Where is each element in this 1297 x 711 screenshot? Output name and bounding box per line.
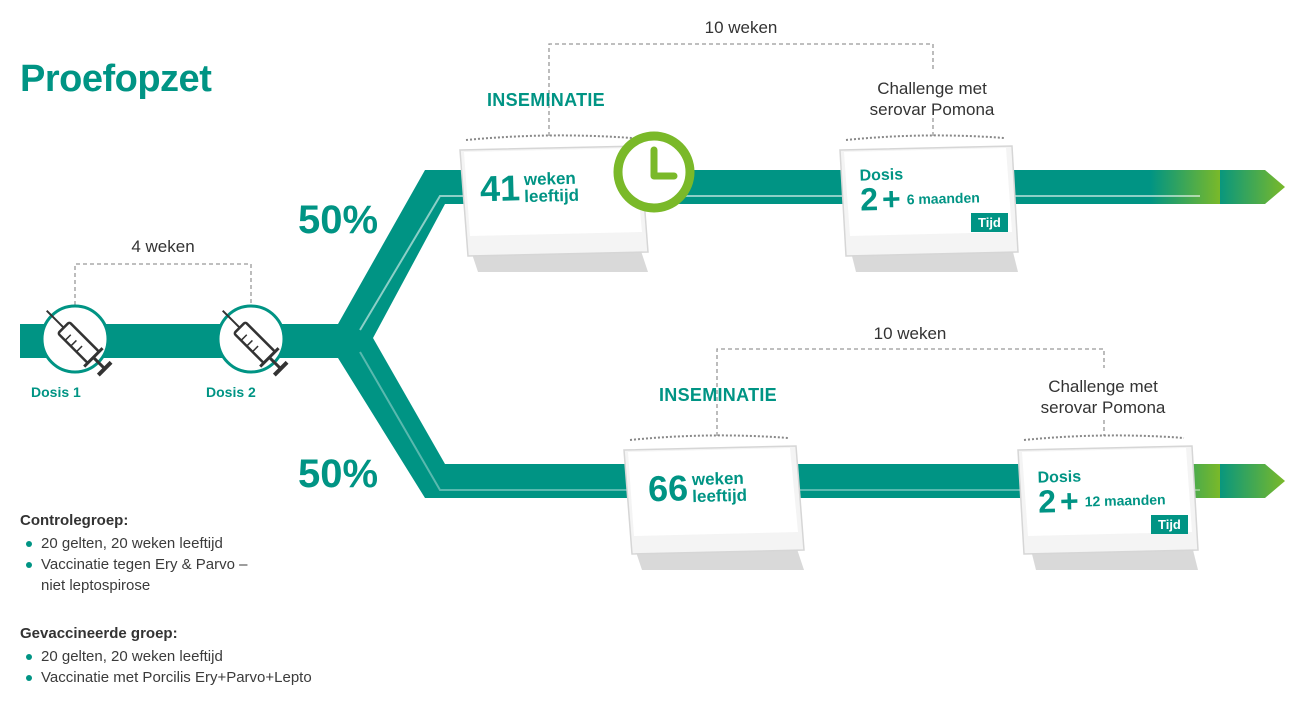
bottom-gap-label: 10 weken — [873, 324, 947, 343]
calendar-top-age — [459, 134, 649, 272]
bottom-age-text: 66 weken leeftijd — [647, 467, 748, 510]
top-challenge-label: Challenge met serovar Pomona — [869, 79, 995, 119]
top-gap-label: 10 weken — [704, 18, 778, 37]
initial-gap-label: 4 weken — [131, 237, 195, 256]
bracket-initial — [74, 263, 252, 305]
bottom-insemination-label: INSEMINATIE — [659, 385, 777, 405]
arrow-head-top — [1215, 170, 1285, 204]
syringe-icon — [46, 310, 113, 377]
list-item: Vaccinatie tegen Ery & Parvo – — [20, 554, 350, 575]
dose-2-label: Dosis 2 — [206, 384, 256, 400]
bracket-top — [548, 43, 934, 136]
age-number: 41 — [479, 167, 521, 210]
vaccinated-group: Gevaccineerde groep: 20 gelten, 20 weken… — [20, 625, 440, 688]
control-group-heading: Controlegroep: — [20, 512, 129, 529]
branch-top-percent: 50% — [298, 198, 379, 242]
list-item: 20 gelten, 20 weken leeftijd — [20, 646, 440, 667]
top-dose-text: Dosis 2 + 6 maanden — [859, 166, 980, 218]
bottom-time-label: Tijd — [1151, 515, 1188, 534]
clock-icon — [613, 131, 695, 213]
syringe-icon — [222, 310, 289, 377]
list-item: niet leptospirose — [41, 577, 151, 594]
list-item: Vaccinatie met Porcilis Ery+Parvo+Lepto — [20, 667, 440, 688]
dose-1-marker — [40, 304, 113, 377]
dose-2-marker — [216, 304, 289, 377]
top-insemination-label: INSEMINATIE — [487, 90, 605, 110]
bottom-challenge-label: Challenge met serovar Pomona — [1040, 377, 1166, 417]
page-title: Proefopzet — [20, 58, 212, 100]
bracket-bottom — [716, 348, 1105, 436]
bottom-dose-text: Dosis 2 + 12 maanden — [1037, 468, 1166, 520]
calendar-bottom-age — [623, 434, 805, 570]
vaccinated-group-heading: Gevaccineerde groep: — [20, 625, 178, 642]
branch-bottom-percent: 50% — [298, 452, 379, 496]
control-group: Controlegroep: 20 gelten, 20 weken leeft… — [20, 512, 350, 596]
top-time-label: Tijd — [971, 213, 1008, 232]
age-number: 66 — [647, 467, 689, 510]
top-age-text: 41 weken leeftijd — [479, 167, 580, 210]
dose-1-label: Dosis 1 — [31, 384, 81, 400]
arrow-head-bottom — [1215, 464, 1285, 498]
list-item: 20 gelten, 20 weken leeftijd — [20, 533, 350, 554]
